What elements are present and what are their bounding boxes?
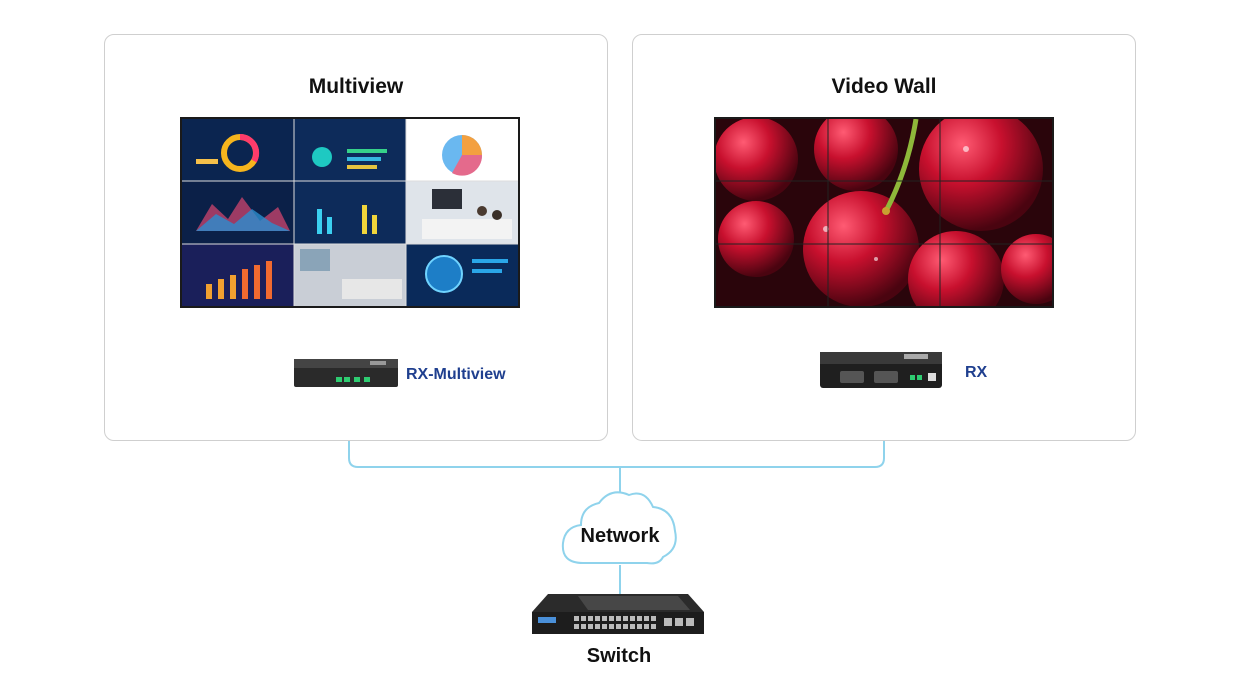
multiview-title: Multiview bbox=[308, 75, 404, 98]
network-cloud-icon bbox=[561, 491, 677, 565]
videowall-display bbox=[714, 117, 1054, 308]
rx-multiview-device bbox=[294, 359, 398, 387]
rx-device bbox=[820, 352, 942, 388]
switch-label: Switch bbox=[586, 645, 652, 667]
network-label: Network bbox=[580, 525, 660, 547]
rx-label: RX bbox=[965, 364, 988, 381]
multiview-content-image bbox=[182, 119, 518, 306]
rx-multiview-label: RX-Multiview bbox=[406, 366, 506, 383]
videowall-title: Video Wall bbox=[831, 75, 937, 98]
switch-device bbox=[532, 594, 704, 634]
multiview-display bbox=[180, 117, 520, 308]
cherries-image bbox=[716, 119, 1052, 306]
